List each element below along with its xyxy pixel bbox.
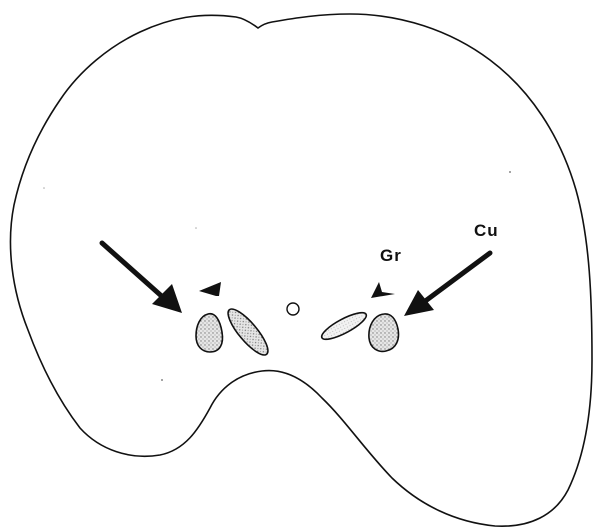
speck <box>43 187 45 189</box>
left-gracile-nucleus <box>222 304 273 360</box>
speck <box>161 379 163 381</box>
speck <box>509 171 511 173</box>
arrowhead-icon <box>371 282 395 298</box>
long-arrow-icon <box>404 253 490 316</box>
arrowhead-icon <box>199 282 221 296</box>
speck <box>195 227 197 229</box>
central-canal <box>287 303 299 315</box>
label-cu: Cu <box>474 221 499 240</box>
left-cuneate-nucleus <box>196 314 223 352</box>
right-cuneate-nucleus <box>369 314 399 352</box>
cord-outline <box>10 14 592 526</box>
label-gr: Gr <box>380 246 402 265</box>
long-arrow-icon <box>102 243 182 313</box>
right-gracile-nucleus <box>319 308 370 344</box>
